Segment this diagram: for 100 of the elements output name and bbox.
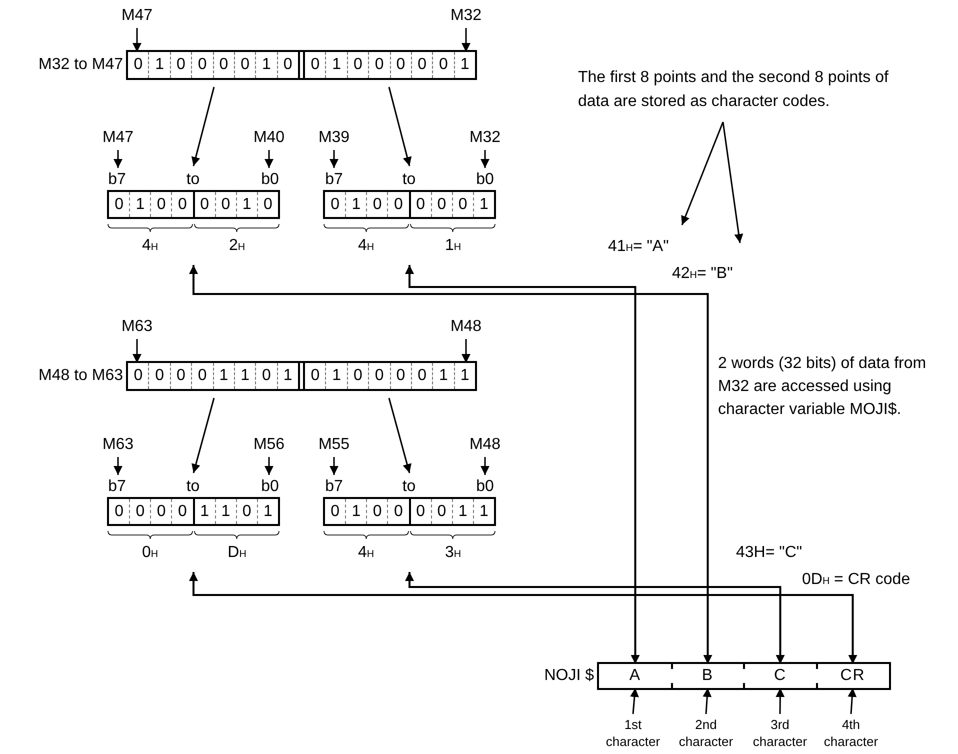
bit-range-label: b7 [324, 477, 344, 497]
bit-range-label: b0 [475, 170, 495, 190]
arrow [681, 122, 724, 226]
arrow [114, 150, 122, 168]
character-label: 3rd character [743, 716, 817, 750]
bit-value: 0 [132, 55, 144, 75]
device-label: M47 [115, 6, 159, 26]
device-label: M55 [312, 435, 356, 455]
character-field: A [599, 664, 672, 688]
arrow [189, 572, 858, 664]
bit-value: 1 [432, 363, 454, 389]
character-label: 2nd character [669, 716, 743, 750]
bit-value: 0 [310, 366, 321, 386]
bit-value: 0 [368, 52, 390, 78]
bit-value: 1 [212, 363, 234, 389]
bit-value: 1 [454, 52, 475, 78]
bit-range-label: b0 [260, 170, 280, 190]
arrow [132, 339, 142, 363]
arrow [480, 457, 490, 475]
bit-value: 0 [387, 192, 408, 217]
bit-value: 0 [234, 52, 256, 78]
bit-value: 0 [387, 499, 408, 524]
character-label: 4th character [814, 716, 888, 750]
bit-value: 0 [366, 499, 388, 524]
device-label: M47 [96, 128, 140, 148]
bit-value: 0 [192, 192, 215, 217]
register-label: M32 to M47 [38, 56, 123, 74]
variable-name: NOJI $ [544, 667, 594, 685]
device-label: M48 [444, 317, 488, 337]
bit-value: 1 [192, 499, 215, 524]
arrow [630, 688, 639, 714]
byte-register [107, 190, 280, 219]
arrow [189, 265, 712, 664]
arrow [702, 688, 712, 714]
bit-range-label: to [185, 170, 201, 190]
bit-value: 0 [410, 363, 432, 389]
note-text: The first 8 points and the second 8 points of data are stored as character codes. [578, 66, 918, 114]
arrow [462, 339, 470, 363]
bit-range-label: b0 [475, 477, 495, 497]
bit-value: 1 [129, 192, 150, 217]
bit-value: 0 [310, 55, 321, 75]
arrow [776, 688, 785, 714]
bit-value: 1 [345, 192, 366, 217]
bit-value: 0 [148, 363, 170, 389]
bit-value: 0 [191, 52, 212, 78]
bit-range-label: to [401, 170, 417, 190]
bit-value: 0 [236, 499, 257, 524]
bit-value: 1 [345, 499, 366, 524]
arrow [388, 86, 412, 166]
bit-value: 1 [276, 363, 298, 389]
bit-value: 1 [452, 499, 473, 524]
arrow [132, 28, 142, 52]
bit-value: 0 [276, 52, 298, 78]
device-label: M56 [247, 435, 291, 455]
arrow [330, 150, 338, 168]
bit-value: 0 [171, 499, 192, 524]
device-label: M32 [463, 128, 507, 148]
character-field: CR [816, 664, 889, 688]
byte-register [323, 497, 496, 526]
bit-value: 0 [171, 192, 192, 217]
arrow [722, 122, 744, 244]
byte-register [323, 190, 496, 219]
bit-value: 0 [150, 499, 172, 524]
character-field: B [672, 664, 744, 688]
arrow [114, 457, 122, 475]
bit-value: 0 [255, 363, 277, 389]
bit-value: 0 [452, 192, 473, 217]
bit-value: 0 [330, 194, 341, 214]
device-label: M63 [96, 435, 140, 455]
character-label: 1st character [596, 716, 670, 750]
device-label: M63 [115, 317, 159, 337]
bit-value: 0 [346, 363, 368, 389]
bit-value: 0 [390, 52, 411, 78]
bit-value: 0 [256, 192, 278, 217]
bit-range-label: b7 [107, 477, 127, 497]
bit-range-label: b7 [107, 170, 127, 190]
arrow [264, 150, 274, 168]
bit-range-label: to [185, 477, 201, 497]
bit-value: 1 [325, 363, 347, 389]
bit-value: 0 [170, 363, 192, 389]
bit-range-label: b7 [324, 170, 344, 190]
device-label: M32 [444, 6, 488, 26]
bit-value: 0 [408, 499, 431, 524]
arrow [480, 150, 490, 168]
bit-value: 0 [366, 192, 388, 217]
bit-value: 0 [114, 502, 125, 522]
bit-value: 0 [191, 363, 212, 389]
arrow [388, 398, 412, 474]
bit-value: 0 [150, 192, 172, 217]
bit-value: 0 [212, 52, 234, 78]
arrow [264, 457, 274, 475]
bit-value: 0 [170, 52, 192, 78]
character-field: C [744, 664, 816, 688]
note-text: 2 words (32 bits) of data from M32 are accessed using character variable MOJI$. [718, 354, 928, 420]
bit-value: 1 [472, 192, 494, 217]
bit-value: 0 [214, 192, 236, 217]
bit-value: 1 [255, 52, 277, 78]
bit-value: 0 [132, 366, 144, 386]
bit-value: 0 [368, 363, 390, 389]
bit-value: 0 [430, 192, 452, 217]
